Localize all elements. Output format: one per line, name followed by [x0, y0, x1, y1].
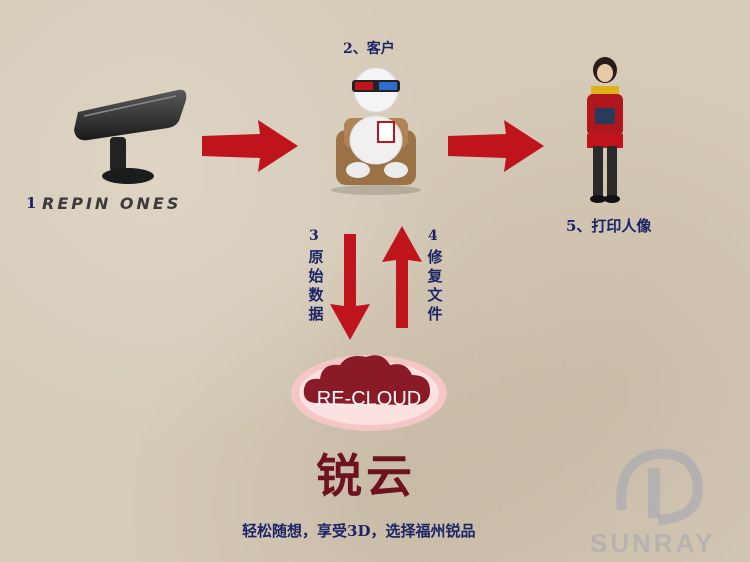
fix-file-label: 修复文件: [427, 248, 443, 323]
page-title: 锐云: [316, 449, 416, 503]
watermark-text: SUNRAY: [590, 528, 716, 558]
sunray-logo-icon: [616, 448, 704, 525]
scanner-brand-label: REPIN ONES: [42, 194, 182, 213]
slogan: 轻松随想，享受3D，选择福州锐品: [242, 522, 476, 540]
scanner-icon: [74, 89, 187, 184]
cloud-icon: [291, 355, 447, 431]
scanner-number: 1: [26, 194, 37, 212]
cloud-label: RE-CLOUD: [316, 388, 422, 410]
customer-3d-glasses-icon: [331, 67, 421, 195]
raw-number: 3: [309, 228, 319, 244]
raw-data-label: 原始数据: [308, 248, 324, 323]
arrow-right-icon-2: [448, 120, 544, 172]
print-label: 5、打印人像: [566, 217, 652, 235]
person-figure-icon: [587, 57, 623, 203]
arrow-down-icon: [330, 234, 370, 340]
arrow-right-icon: [202, 120, 298, 172]
fix-number: 4: [428, 228, 438, 244]
arrow-up-icon: [382, 226, 422, 328]
customer-label: 2、客户: [343, 41, 395, 57]
